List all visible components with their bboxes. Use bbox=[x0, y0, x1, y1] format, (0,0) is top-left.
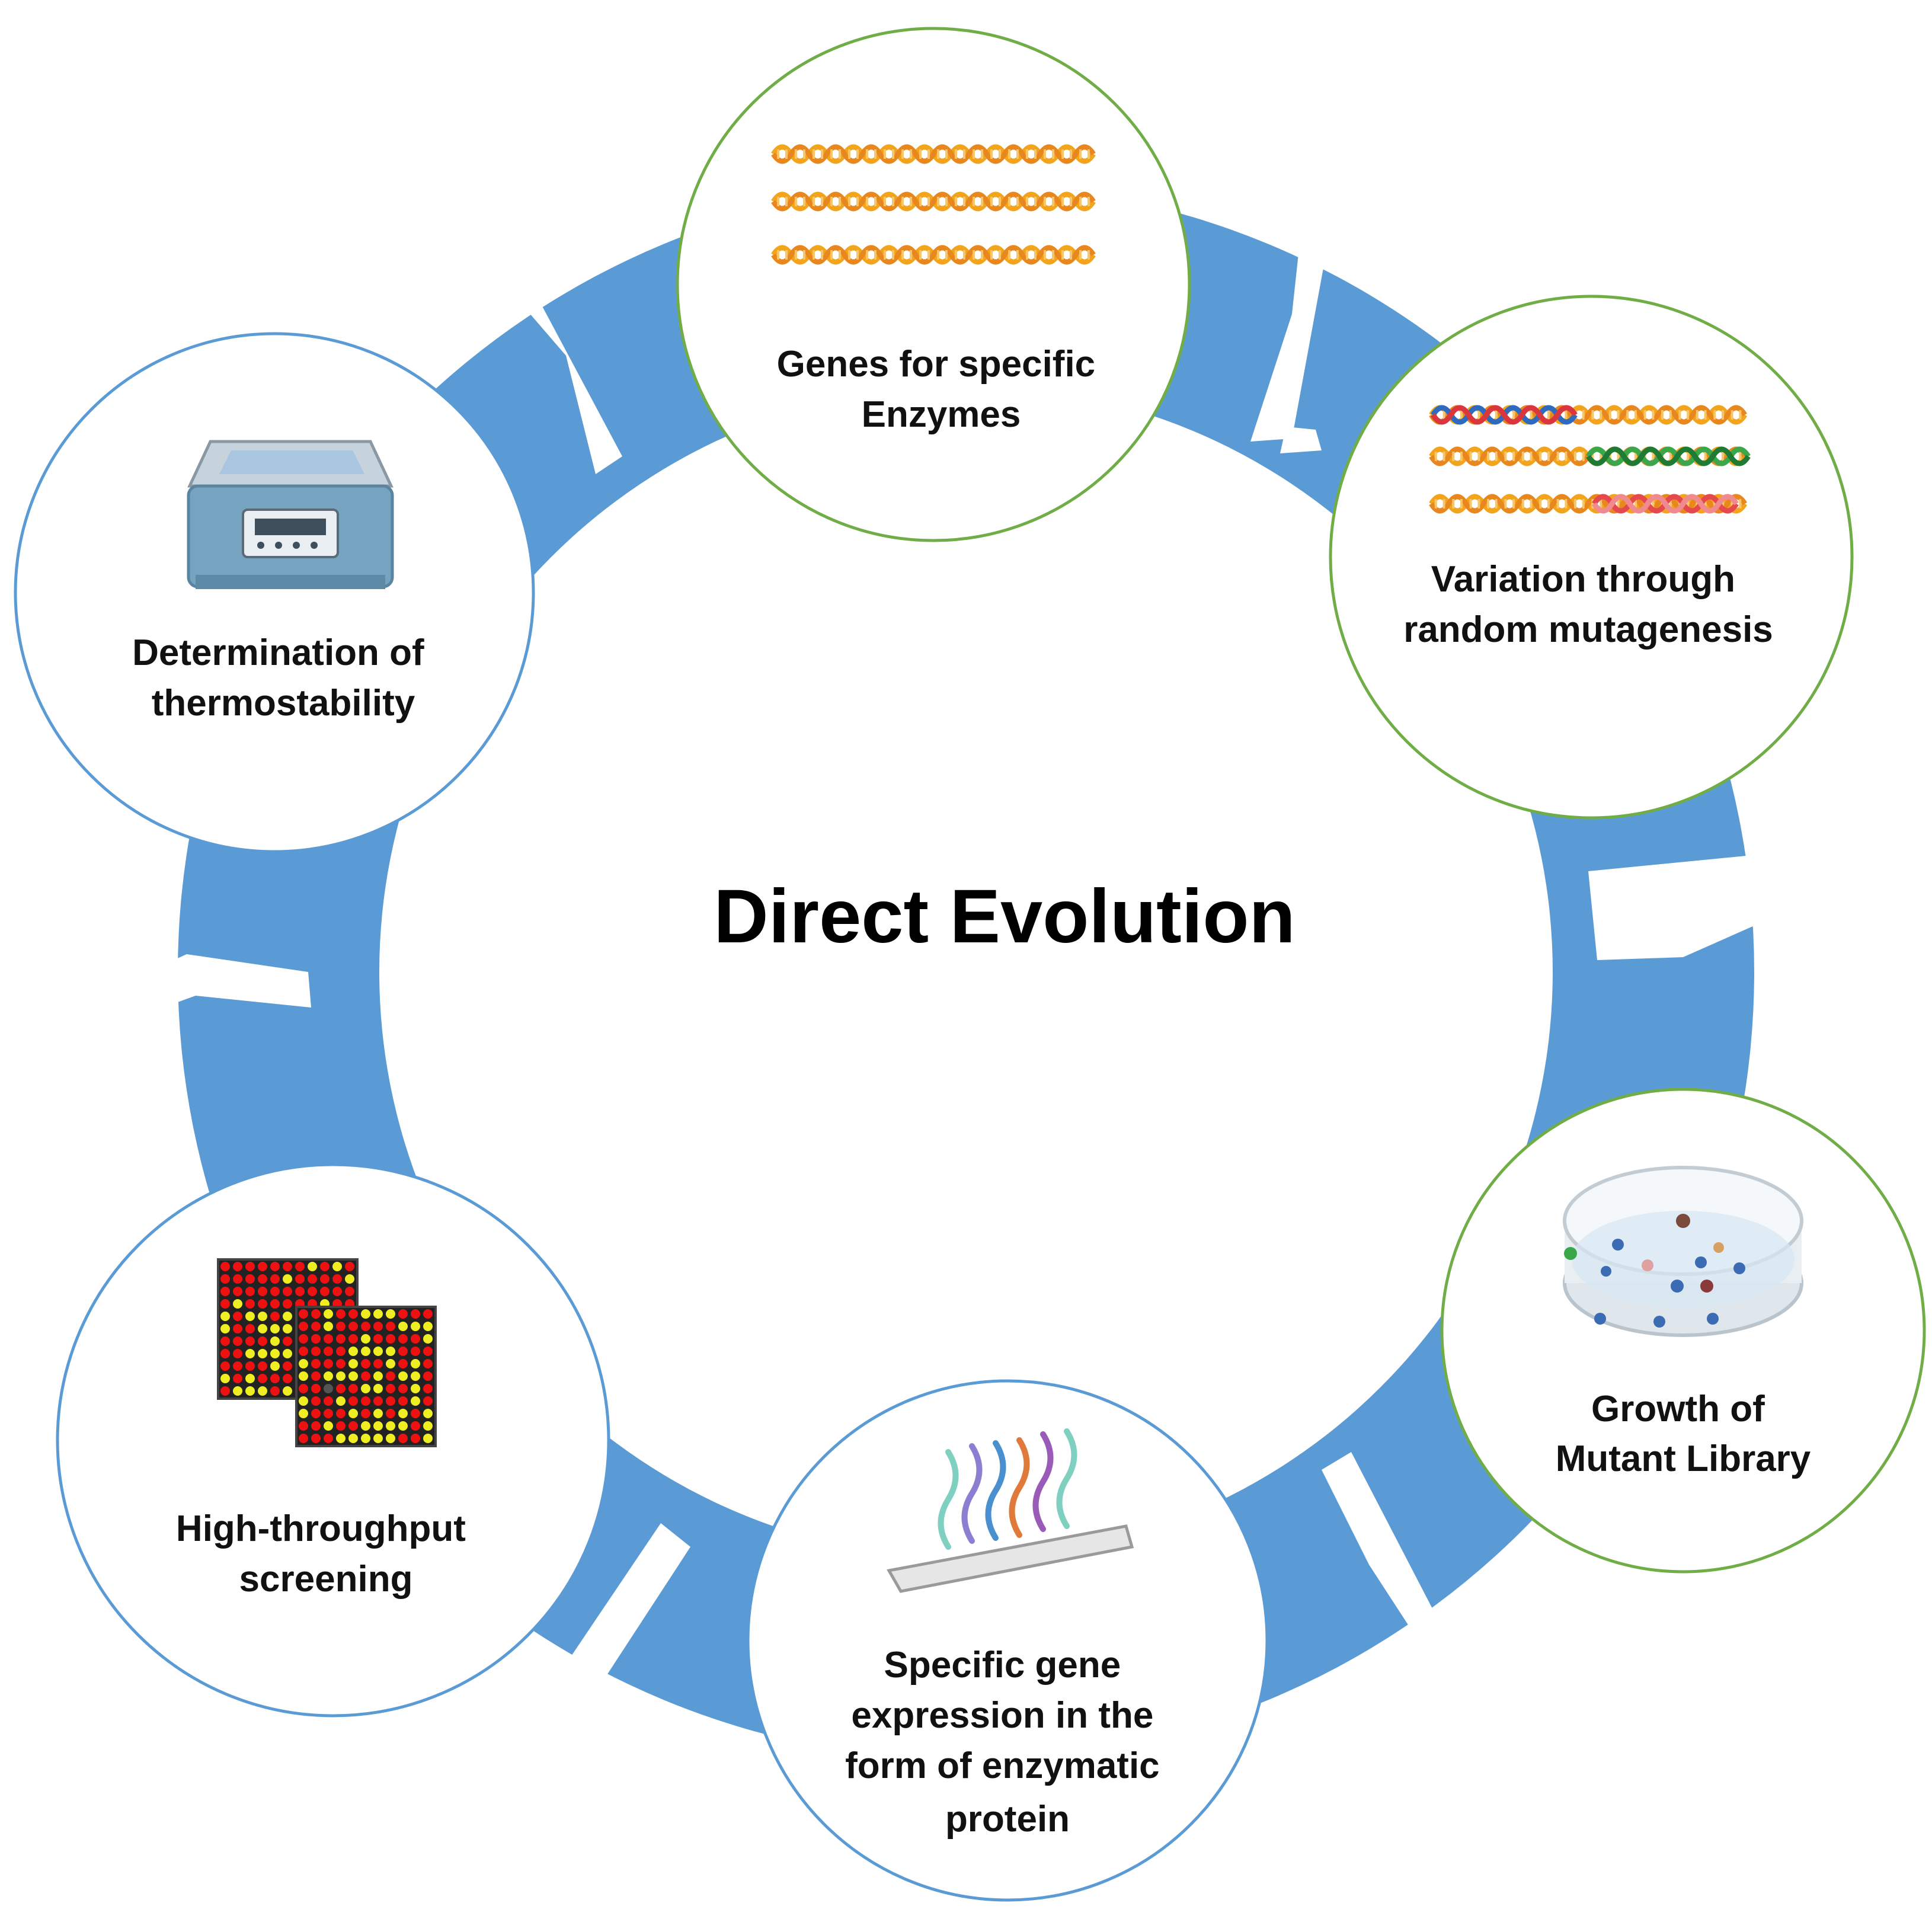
petri-dish-icon bbox=[1563, 1166, 1803, 1337]
microarray-icon bbox=[217, 1258, 437, 1447]
chevron-left bbox=[56, 954, 311, 1043]
label-expression: Specific gene expression in the form of … bbox=[845, 1645, 1170, 1840]
circle-variation bbox=[1329, 295, 1854, 820]
label-variation: Variation through random mutagenesis bbox=[1403, 559, 1773, 650]
circle-expression bbox=[746, 1379, 1269, 1902]
label-genes: Genes for specific Enzymes bbox=[777, 344, 1106, 435]
circle-thermo bbox=[14, 332, 535, 853]
label-thermo: Determination of thermostability bbox=[132, 632, 434, 724]
circle-genes bbox=[676, 27, 1191, 542]
chevron-upper-right bbox=[1588, 848, 1837, 960]
label-growth: Growth of Mutant Library bbox=[1556, 1389, 1811, 1479]
label-screening: High-throughput screening bbox=[176, 1508, 476, 1600]
chevron-bottom-left bbox=[554, 1523, 690, 1766]
diagram-title: Direct Evolution bbox=[714, 874, 1295, 959]
chevron-lower-right bbox=[1322, 1452, 1482, 1683]
chevron-right bbox=[1250, 204, 1333, 453]
protein-slide-icon bbox=[887, 1428, 1134, 1593]
mutated-dna-icon bbox=[1431, 408, 1751, 511]
thermocycler-icon bbox=[187, 440, 394, 589]
chevron-upper-left bbox=[474, 234, 622, 474]
